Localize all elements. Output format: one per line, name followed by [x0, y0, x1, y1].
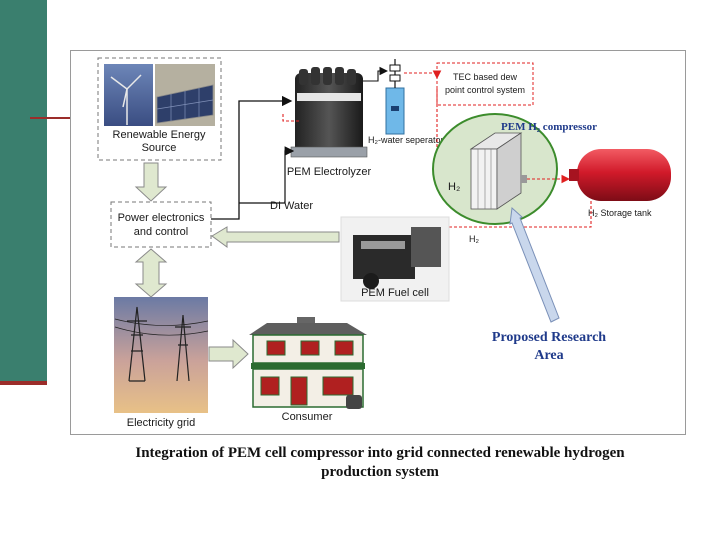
power-electronics-group: Power electronics and control: [110, 201, 212, 248]
consumer-label: Consumer: [282, 411, 333, 423]
house-window-4: [260, 376, 280, 396]
house-band: [251, 363, 365, 369]
tec-label-line2: point control system: [445, 85, 525, 95]
research-arrow: [509, 206, 560, 323]
grid-photo: [114, 297, 208, 413]
grid-label: Electricity grid: [127, 417, 195, 429]
fuelcell-to-power-arrow: [211, 226, 340, 248]
house-roof: [249, 323, 367, 335]
fuel-cell-module: [411, 227, 441, 267]
power-grid-double-arrow: [134, 248, 168, 298]
fuelcell-h2-label: H₂: [469, 234, 479, 244]
di-water-line: [239, 146, 295, 204]
tec-box: [436, 62, 534, 106]
diagram-canvas: Renewable Energy Source Power electronic…: [97, 57, 671, 429]
house-window-2: [300, 340, 320, 356]
caption-line2: production system: [321, 464, 439, 480]
compressor-label: PEM H₂ compressor: [501, 121, 597, 133]
electrolyzer-group: PEM Electrolyzer: [287, 67, 372, 178]
electrolyzer-base: [290, 146, 368, 158]
tec-label-line1: TEC based dew: [453, 72, 518, 82]
renewable-label-line1: Renewable Energy: [113, 129, 206, 141]
storage-tank: [577, 149, 671, 201]
house-window-1: [266, 340, 286, 356]
power-label-line2: and control: [134, 226, 188, 238]
consumer-group: Consumer: [249, 317, 367, 423]
house-door: [290, 376, 308, 406]
power-electronics-box: [110, 201, 212, 248]
research-label-line1: Proposed Research: [492, 330, 606, 345]
grid-to-consumer-arrow: [208, 338, 249, 370]
separator-group: H₂-water seperator: [368, 59, 444, 145]
separator-float: [391, 106, 399, 111]
storage-tank-valve: [569, 169, 579, 181]
di-water-label: DI Water: [270, 200, 313, 212]
compressor-group: PEM H₂ compressor H₂: [432, 113, 597, 225]
storage-tank-group: H₂ Storage tank: [569, 149, 671, 218]
figure-caption: Integration of PEM cell compressor into …: [80, 444, 680, 482]
separator-valve-top: [389, 64, 401, 72]
separator-valve-mid: [389, 74, 401, 82]
renewable-label-line2: Source: [142, 142, 177, 154]
slide-accent-bar: [0, 0, 47, 383]
slide-accent-rule: [0, 381, 47, 385]
house-chimney: [297, 317, 315, 327]
fuel-cell-group: PEM Fuel cell: [340, 216, 450, 302]
electricity-grid-group: Electricity grid: [114, 297, 209, 429]
electrolyzer-return-line: [282, 113, 299, 122]
fuel-cell-rail: [361, 241, 405, 249]
title-underline-rule: [30, 117, 76, 119]
caption-line1: Integration of PEM cell compressor into …: [135, 445, 625, 461]
electrolyzer-stack: [295, 73, 363, 155]
house-meter-box: [346, 395, 362, 409]
wind-turbine-icon: [110, 74, 142, 125]
electrolyzer-to-separator-line: [363, 66, 389, 82]
renewable-to-power-arrow: [134, 162, 168, 202]
solar-panel-icon: [156, 84, 214, 124]
separator-to-tec-line: [404, 70, 442, 80]
wind-turbine-photo: [104, 64, 153, 126]
renewable-energy-group: Renewable Energy Source: [97, 57, 222, 161]
pylon-icon: [114, 306, 209, 382]
separator-label: H₂-water seperator: [368, 135, 444, 145]
renewable-dashed-box: [97, 57, 222, 161]
house-window-3: [334, 340, 354, 356]
fuel-cell-wheel: [363, 273, 379, 289]
house-window-5: [322, 376, 354, 396]
tec-group: TEC based dew point control system: [436, 62, 534, 106]
compressor-stack-icon: [469, 132, 527, 210]
compressor-h2-inlet-label: H₂: [448, 181, 460, 193]
system-diagram: Renewable Energy Source Power electronic…: [70, 50, 686, 435]
fuel-cell-label: PEM Fuel cell: [361, 287, 429, 299]
electrolyzer-label: PEM Electrolyzer: [287, 166, 372, 178]
electrolyzer-band: [297, 93, 361, 101]
storage-tank-label: H₂ Storage tank: [588, 208, 652, 218]
research-label-line2: Area: [534, 348, 563, 363]
electrolyzer-cylinders: [299, 67, 356, 85]
power-to-electrolyzer-line: [211, 95, 293, 220]
power-label-line1: Power electronics: [118, 212, 205, 224]
